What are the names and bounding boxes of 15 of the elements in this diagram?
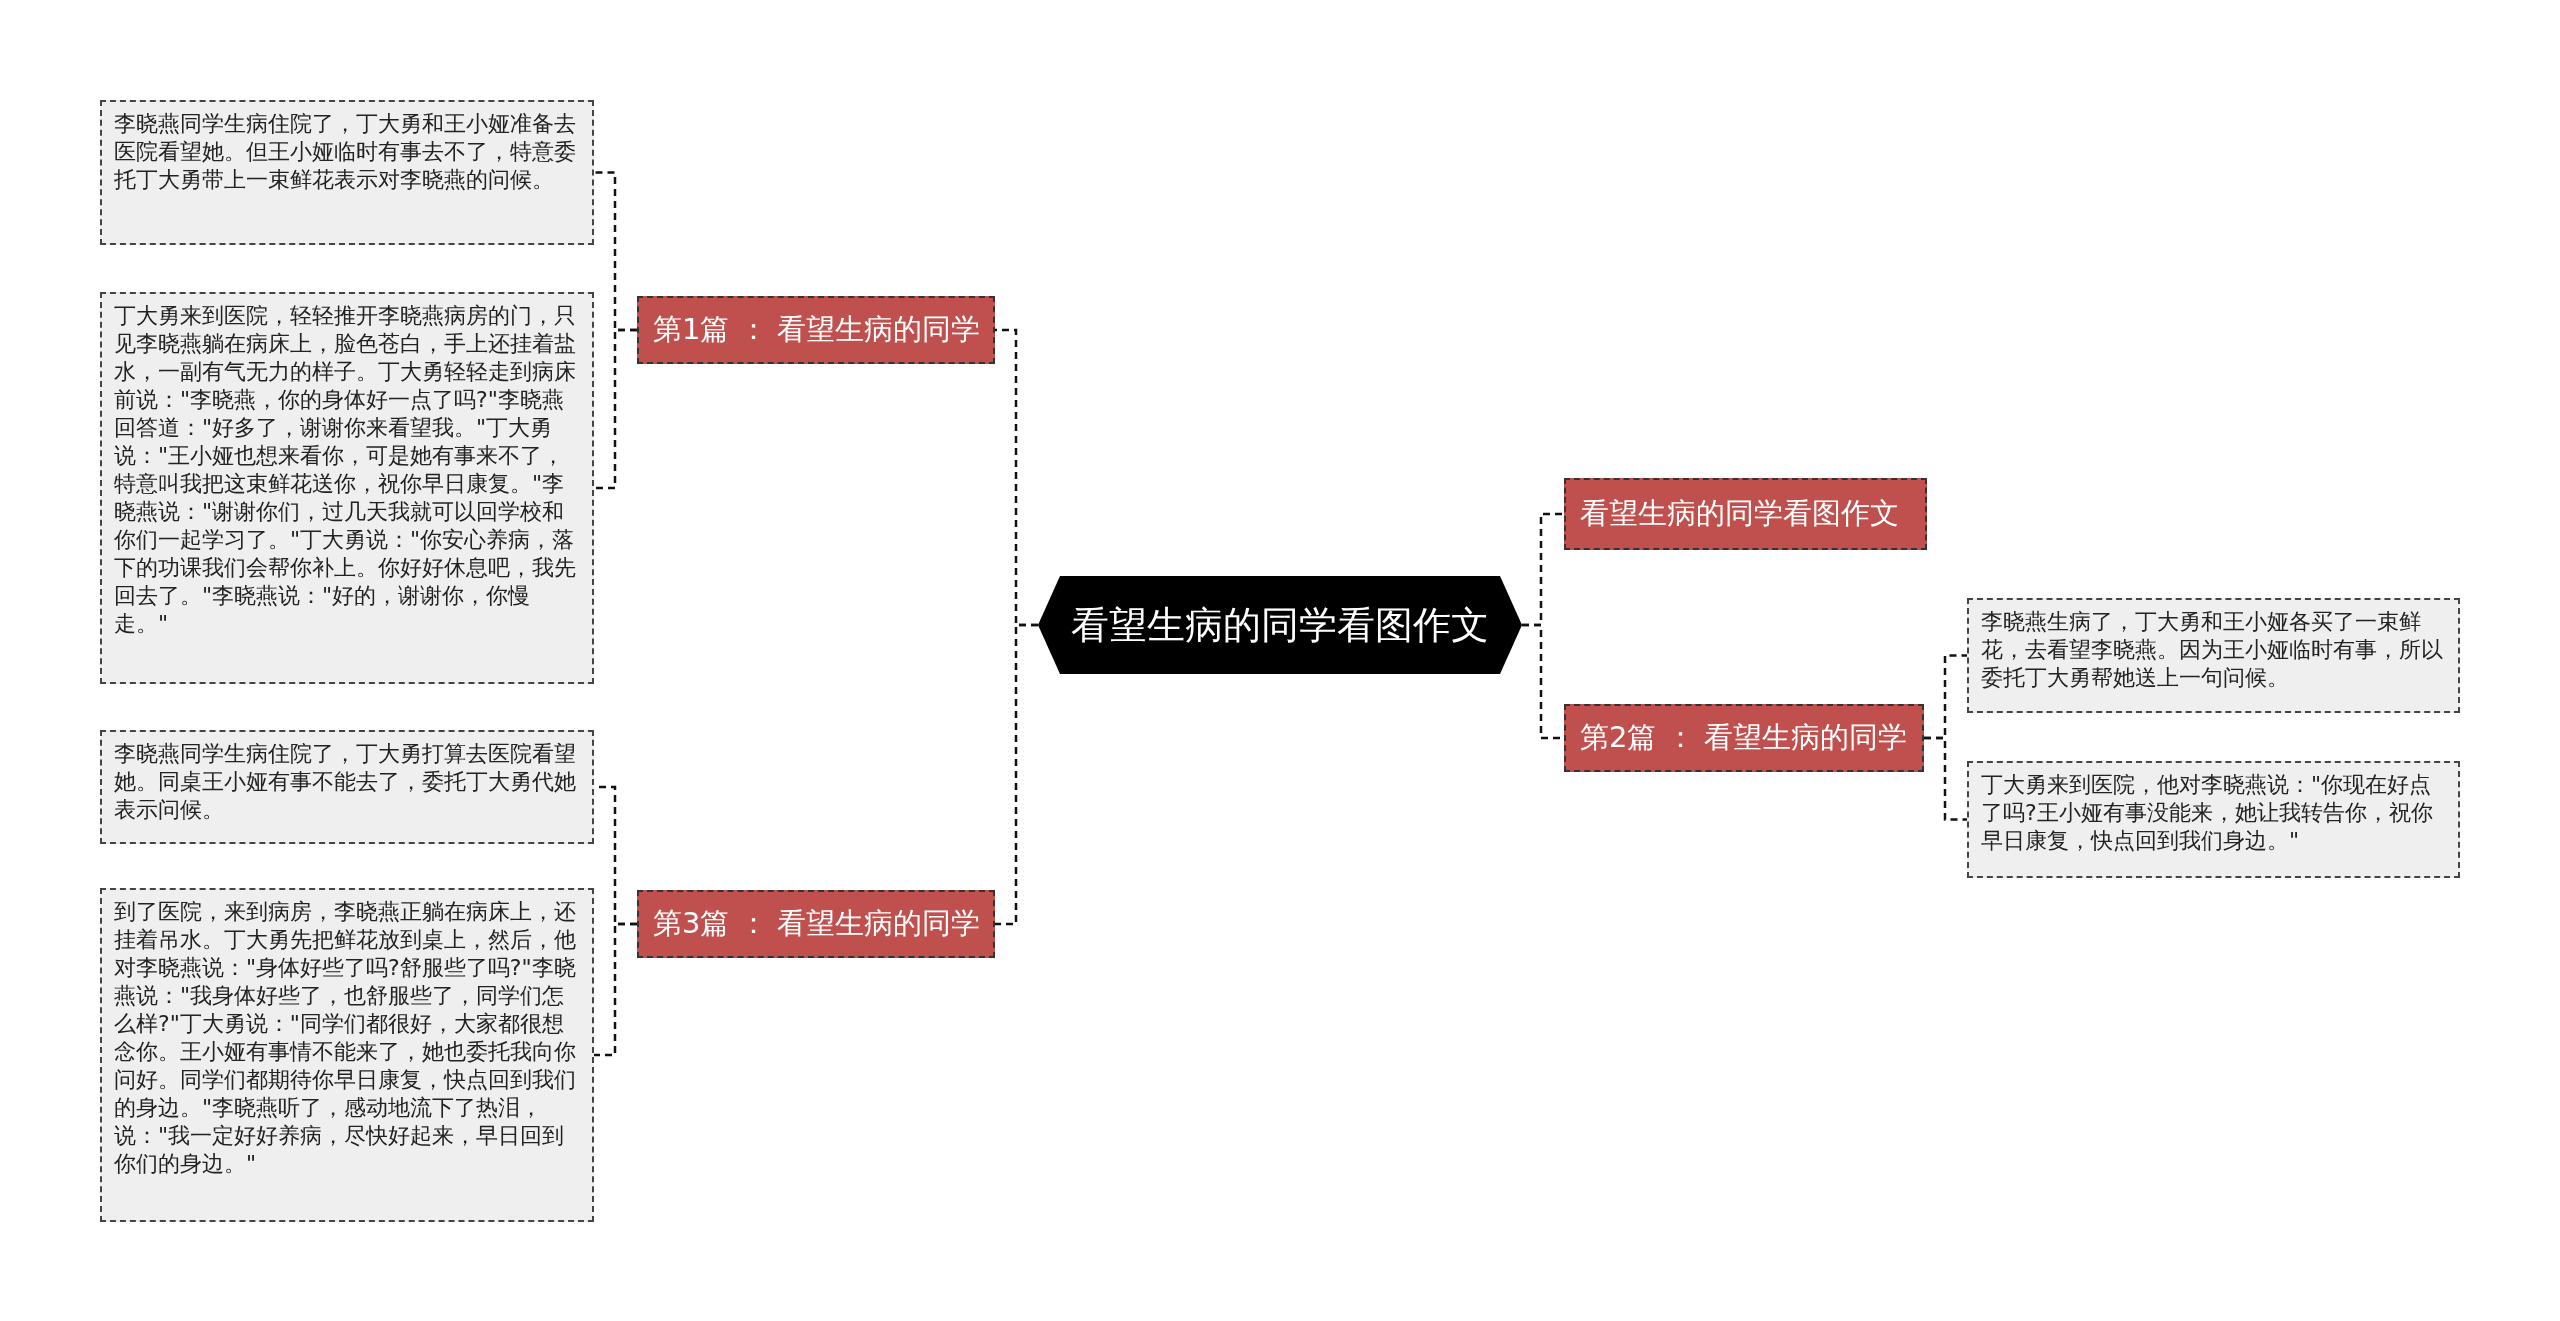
note-box: 丁大勇来到医院，他对李晓燕说："你现在好点了吗?王小娅有事没能来，她让我转告你，祝你早日康复，快点回到我们身边。" — [1967, 761, 2460, 878]
note-box: 李晓燕生病了，丁大勇和王小娅各买了一束鲜花，去看望李晓燕。因为王小娅临时有事，所以委托丁大勇帮她送上一句问候。 — [1967, 598, 2460, 713]
topic-box: 看望生病的同学看图作文 — [1564, 478, 1927, 550]
topic-box: 第2篇 ： 看望生病的同学 — [1564, 704, 1924, 772]
connector-line — [995, 623, 1038, 926]
note-box: 丁大勇来到医院，轻轻推开李晓燕病房的门，只见李晓燕躺在病床上，脸色苍白，手上还挂着盐水，一副有气无力的样子。丁大勇轻轻走到病床前说："李晓燕，你的身体好一点了吗?"李晓燕回答道："好多了，谢谢你来看望我。"丁大勇说："王小娅也想来看你，可是她有事来不了，特意叫我把这束鲜花送你，祝你早日康复。"李晓燕说："谢谢你们，过几天我就可以回学校和你们一起学习了。"丁大勇说："你安心养病，落下的功课我们会帮你补上。你好好休息吧，我先回去了。"李晓燕说："好的，谢谢你，你慢走。" — [100, 292, 594, 684]
central-topic: 看望生病的同学看图作文 — [1038, 576, 1522, 674]
note-box: 到了医院，来到病房，李晓燕正躺在病床上，还挂着吊水。丁大勇先把鲜花放到桌上，然后，他对李晓燕说："身体好些了吗?舒服些了吗?"李晓燕说："我身体好些了，也舒服些了，同学们怎么样?"丁大勇说："同学们都很好，大家都很想念你。王小娅有事情不能来了，她也委托我向你问好。同学们都期待你早日康复，快点回到我们的身边。"李晓燕听了，感动地流下了热泪，说："我一定好好养病，尽快好起来，早日回到你们的身边。" — [100, 888, 594, 1222]
note-box: 李晓燕同学生病住院了，丁大勇打算去医院看望她。同桌王小娅有事不能去了，委托丁大勇代她表示问候。 — [100, 730, 594, 844]
connector-line — [1924, 736, 1967, 821]
note-box: 李晓燕同学生病住院了，丁大勇和王小娅准备去医院看望她。但王小娅临时有事去不了，特意委托丁大勇带上一束鲜花表示对李晓燕的问候。 — [100, 100, 594, 245]
topic-box: 第3篇 ： 看望生病的同学 — [637, 890, 995, 958]
topic-box: 第1篇 ： 看望生病的同学 — [637, 296, 995, 364]
connector-line — [594, 922, 637, 1057]
connector-line — [594, 328, 637, 490]
